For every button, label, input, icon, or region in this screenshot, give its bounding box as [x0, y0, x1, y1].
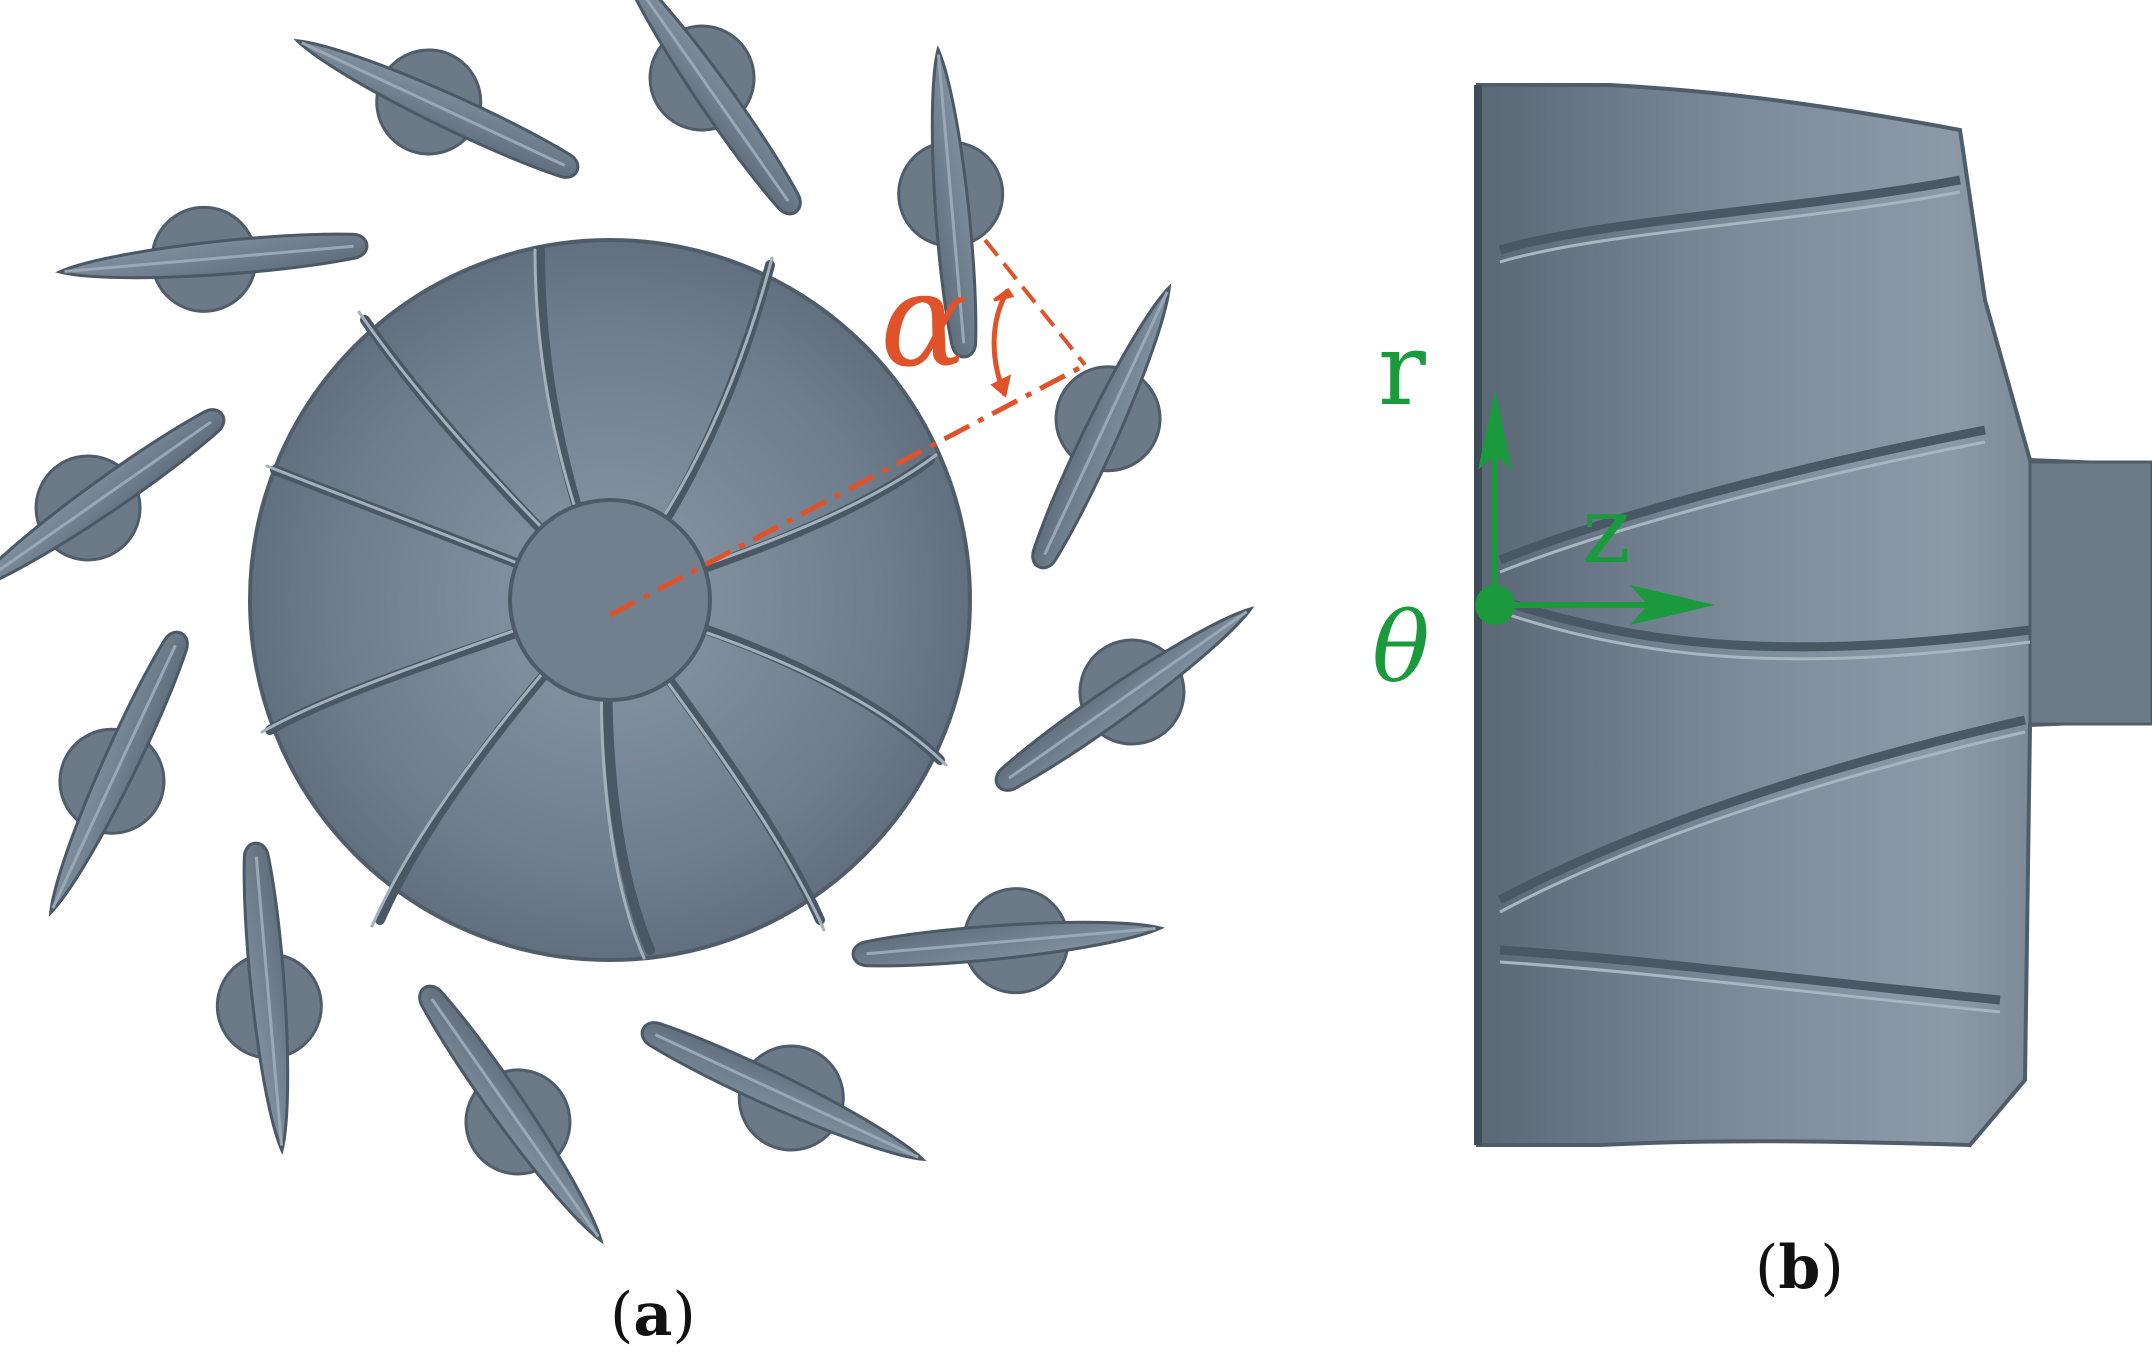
guide-vane: [2, 609, 230, 937]
caption-a-open: (: [610, 1280, 634, 1350]
coordinate-axes: [1475, 390, 1715, 625]
caption-a-close: ): [672, 1280, 696, 1350]
guide-vane: [990, 263, 1218, 591]
theta-axis-label: θ: [1372, 592, 1430, 704]
r-axis-label: r: [1378, 311, 1426, 428]
caption-b-close: ): [1820, 1233, 1844, 1303]
theta-origin-dot: [1475, 585, 1515, 625]
side-blades: [1497, 175, 2031, 1005]
angle-annotation: [608, 238, 1087, 618]
radial-reference-line: [608, 362, 1087, 618]
alpha-label: α: [880, 244, 968, 396]
guide-vane: [380, 956, 646, 1273]
guide-vane: [619, 980, 947, 1208]
z-axis-arrowhead: [1630, 585, 1715, 625]
caption-a-letter: a: [633, 1280, 673, 1350]
guide-vane: [966, 564, 1283, 830]
impeller-hub: [508, 498, 712, 702]
z-axis-label: z: [1582, 477, 1631, 584]
impeller-side-view: [1474, 83, 2152, 1148]
vane-chord-line: [983, 238, 1087, 367]
guide-vane: [201, 837, 336, 1157]
side-blade-highlights: [1499, 190, 2031, 1014]
caption-b-open: (: [1755, 1233, 1779, 1303]
caption-b-letter: b: [1778, 1233, 1821, 1303]
shaft-stub: [2028, 460, 2152, 726]
angle-arrow-bottom: [990, 374, 1012, 398]
caption-b: (b): [1755, 1238, 1844, 1298]
caption-a: (a): [610, 1285, 696, 1345]
guide-vane: [53, 191, 373, 326]
guide-vane: [0, 370, 254, 636]
guide-vane: [847, 874, 1167, 1009]
guide-vane: [574, 0, 840, 244]
angle-arrow-top: [993, 287, 1015, 302]
impeller-front-view: [248, 238, 972, 962]
r-axis-arrowhead: [1478, 390, 1512, 470]
guide-vane: [273, 0, 601, 220]
